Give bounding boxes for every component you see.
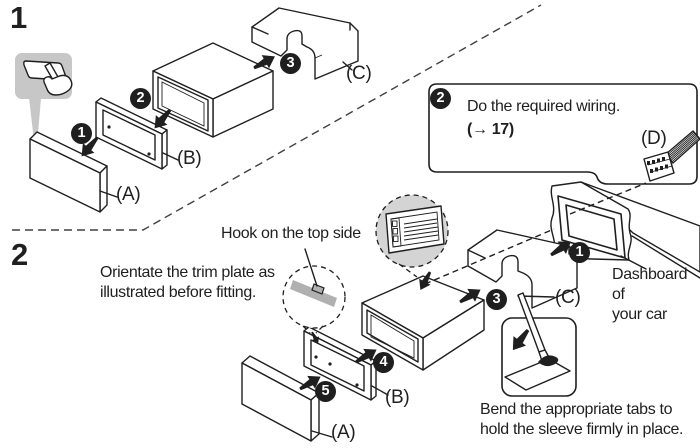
label-part-d: (D) [641, 128, 667, 149]
motion-arrow-step2-3 [459, 288, 481, 304]
mounting-sleeve-c-step1 [251, 7, 359, 80]
hand-press-icon [15, 53, 73, 158]
step2-number: 2 [11, 237, 28, 272]
motion-arrow-step1-3 [253, 55, 275, 70]
label-part-a-step2: (A) [331, 422, 356, 443]
motion-arrow-step1-1 [81, 137, 99, 157]
step2-badge-3: 3 [486, 289, 507, 310]
motion-arrow-step2-1 [550, 241, 571, 257]
wiring-step-badge-2: 2 [430, 88, 451, 109]
hook-detail-circle [282, 248, 346, 344]
label-part-b-step1: (B) [177, 148, 202, 169]
note-hook: Hook on the top side [221, 225, 361, 242]
step2-badge-4: 4 [373, 352, 394, 373]
head-unit-step2 [361, 275, 485, 371]
head-unit-step1 [152, 42, 274, 138]
label-part-b-step2: (B) [385, 387, 410, 408]
note-wiring: Do the required wiring. [467, 98, 620, 115]
step1-number: 1 [10, 0, 27, 35]
note-dashboard: Dashboard of your car [612, 266, 688, 323]
step2-badge-5: 5 [315, 381, 336, 402]
press-arrow-icon [512, 329, 530, 351]
note-orientate: Orientate the trim plate as illustrated … [100, 264, 275, 301]
note-wiring-page-ref: (→ 17) [467, 121, 514, 138]
wiring-dashed-line-2 [569, 182, 647, 215]
wire-connector-d-icon [643, 130, 700, 182]
wiring-callout-box [428, 83, 698, 185]
label-part-c-step1: (C) [346, 63, 372, 84]
step-badge-3: 3 [280, 53, 301, 74]
faceplate-a-step2 [241, 355, 333, 442]
bend-tab-callout-box [501, 292, 577, 397]
bent-tab [538, 355, 559, 367]
note-bend-tabs: Bend the appropriate tabs to hold the sl… [480, 401, 684, 438]
wiring-dashed-line [424, 228, 555, 285]
mounting-sleeve-c-step2 [467, 229, 578, 309]
rear-panel-detail-circle [375, 194, 449, 291]
step2-badge-1: 1 [569, 242, 590, 263]
step-badge-1: 1 [71, 123, 92, 144]
motion-arrow-step2-4 [355, 348, 377, 364]
label-part-a-step1: (A) [116, 184, 141, 205]
step-separator-line [12, 4, 542, 231]
faceplate-a-step1 [29, 131, 118, 213]
trim-plate-b-step2 [303, 326, 389, 401]
step-badge-2: 2 [130, 88, 151, 109]
label-part-c-step2: (C) [555, 287, 581, 308]
trim-plate-b-step1 [95, 97, 179, 170]
motion-arrow-step1-2 [154, 109, 172, 129]
